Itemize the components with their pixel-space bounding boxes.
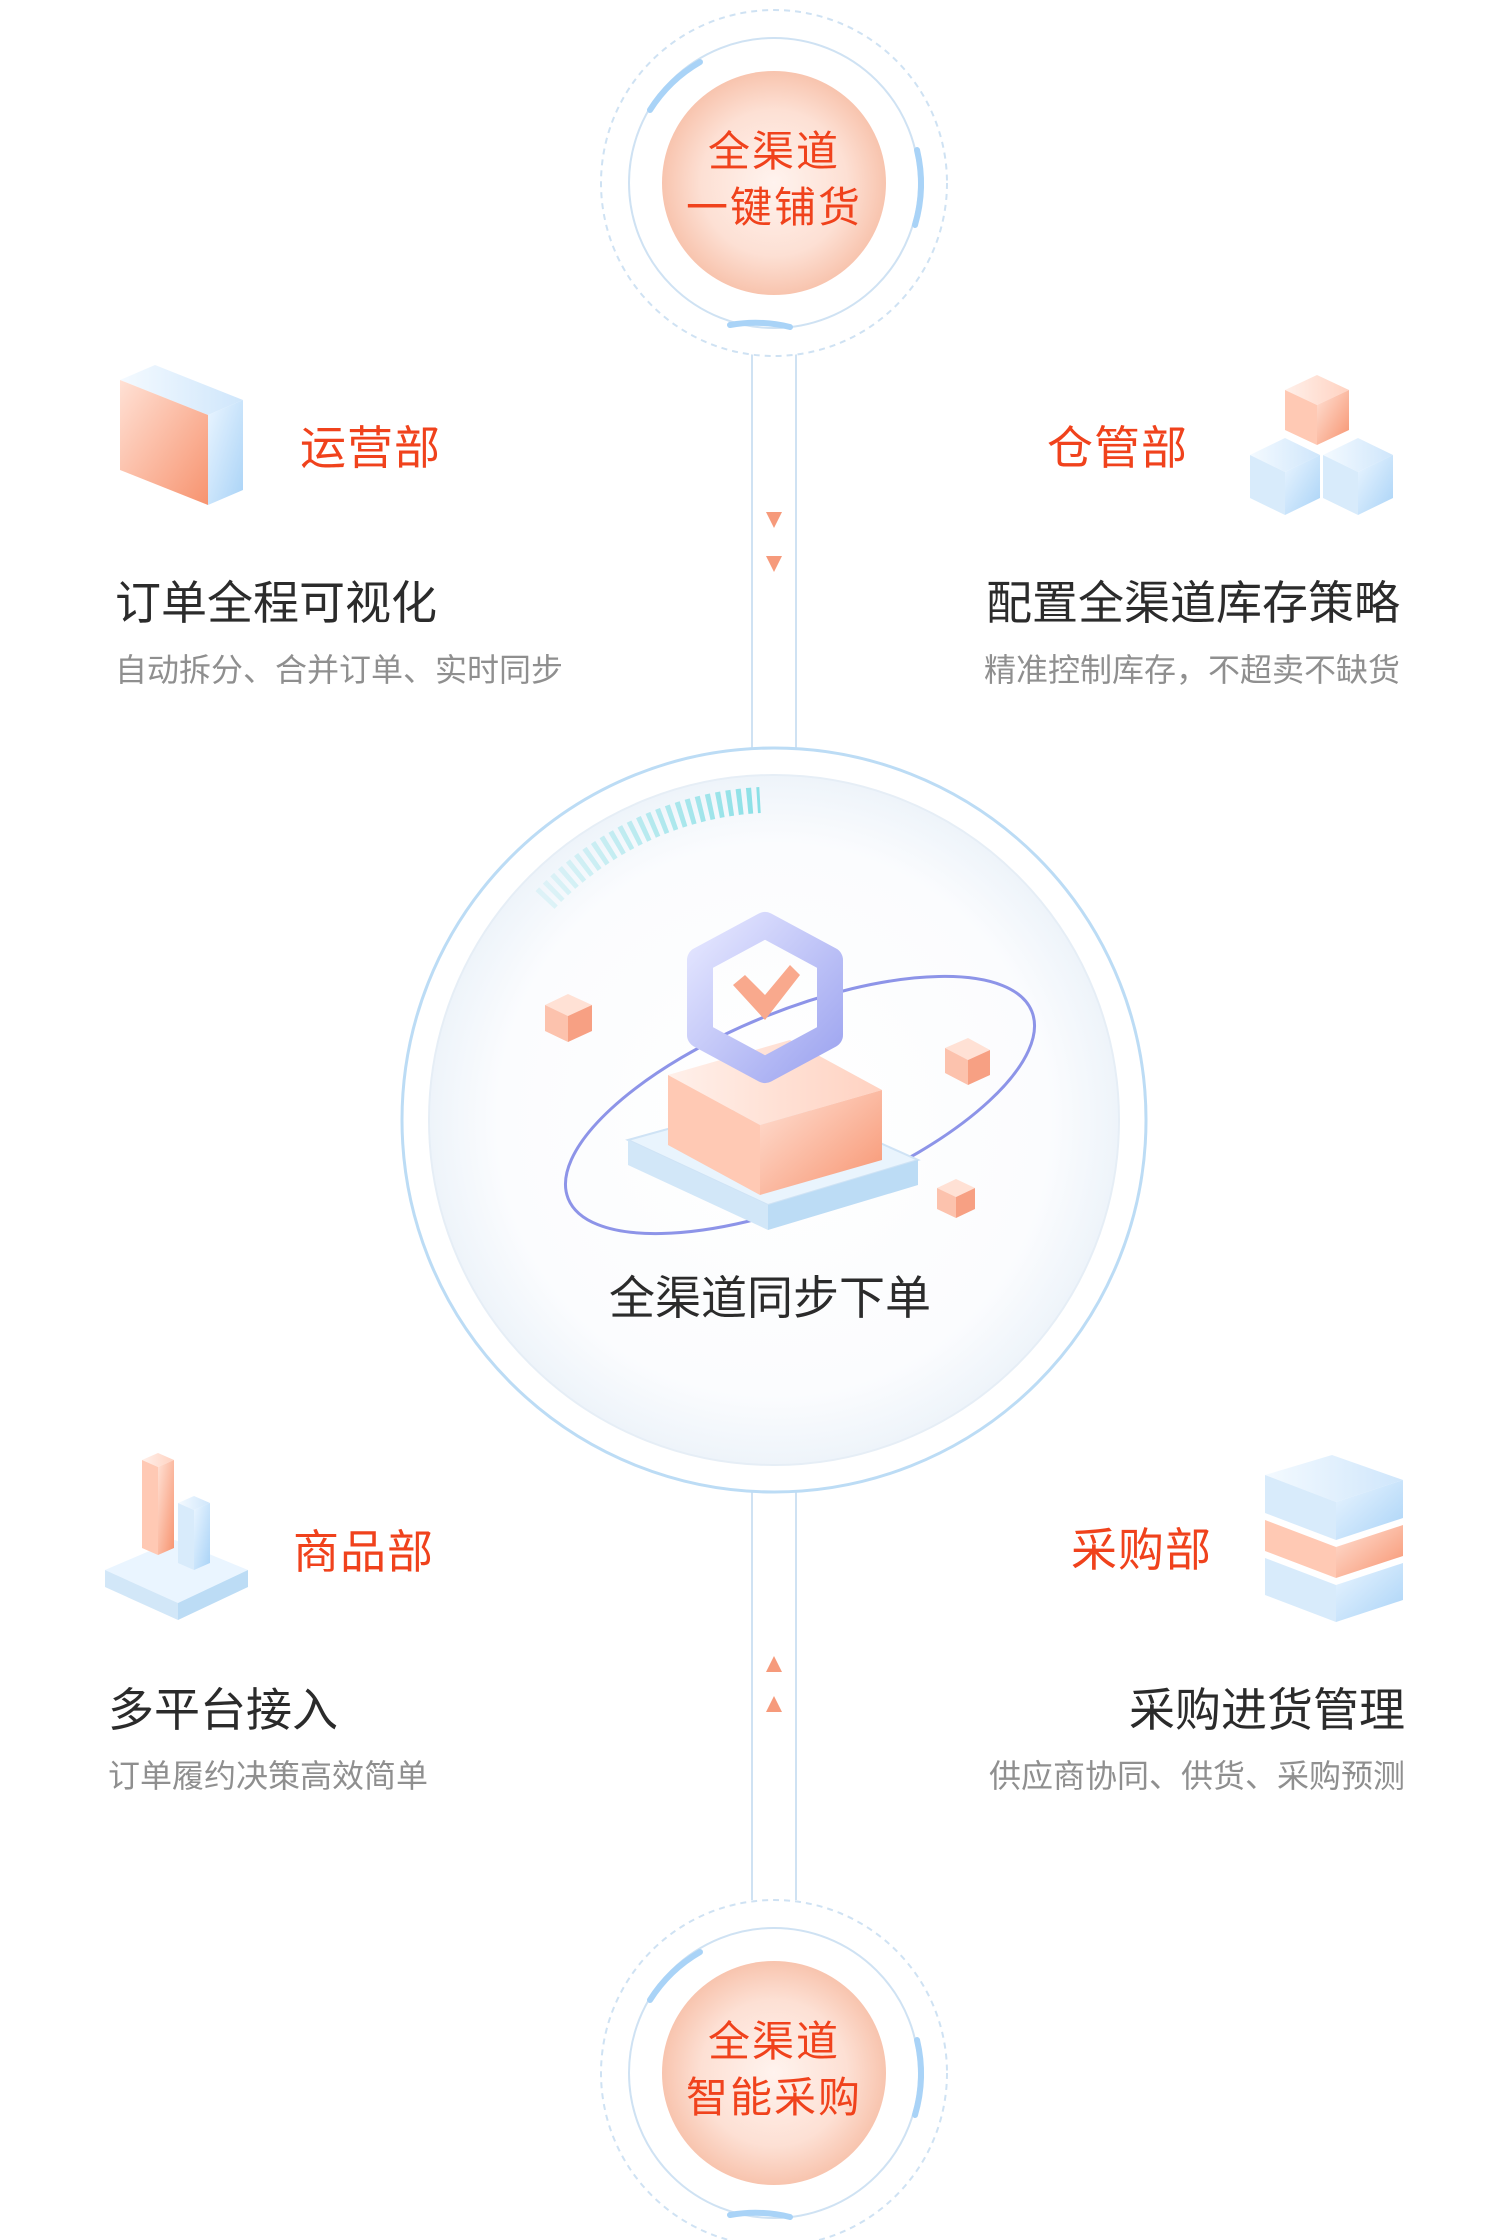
dept-warehouse-name: 仓管部 xyxy=(1047,421,1188,475)
dept-product-title: 多平台接入 xyxy=(108,1683,338,1737)
bottom-hub-line2: 智能采购 xyxy=(685,2073,862,2122)
connector-top xyxy=(751,340,797,755)
bottom-hub-label: 全渠道 智能采购 xyxy=(654,2014,894,2126)
dept-purchasing-desc: 供应商协同、供货、采购预测 xyxy=(988,1757,1405,1795)
stacked-cubes-icon xyxy=(1250,375,1393,515)
dept-operations-name: 运营部 xyxy=(300,421,441,475)
dept-operations-desc: 自动拆分、合并订单、实时同步 xyxy=(115,651,564,689)
dept-product-desc: 订单履约决策高效简单 xyxy=(108,1757,429,1795)
top-hub-line1: 全渠道 xyxy=(707,127,840,176)
dept-warehouse-desc: 精准控制库存，不超卖不缺货 xyxy=(983,651,1400,689)
bar-chart-icon xyxy=(105,1453,248,1620)
bottom-hub-rings xyxy=(600,1899,948,2240)
block-icon xyxy=(120,365,243,505)
dept-operations-title: 订单全程可视化 xyxy=(115,576,437,630)
dept-purchasing-title: 采购进货管理 xyxy=(1129,1683,1405,1737)
top-hub-label: 全渠道 一键铺货 xyxy=(654,124,894,236)
dept-product-name: 商品部 xyxy=(293,1525,434,1579)
layered-boxes-icon xyxy=(1265,1455,1403,1622)
connector-bottom xyxy=(751,1490,797,1900)
bottom-hub-line1: 全渠道 xyxy=(707,2017,840,2066)
dept-purchasing-name: 采购部 xyxy=(1071,1523,1212,1577)
check-badge-icon xyxy=(545,912,1037,1236)
center-label: 全渠道同步下单 xyxy=(609,1271,931,1325)
dept-warehouse-title: 配置全渠道库存策略 xyxy=(986,576,1400,630)
top-hub-rings xyxy=(600,9,948,357)
top-hub-line2: 一键铺货 xyxy=(685,183,862,232)
